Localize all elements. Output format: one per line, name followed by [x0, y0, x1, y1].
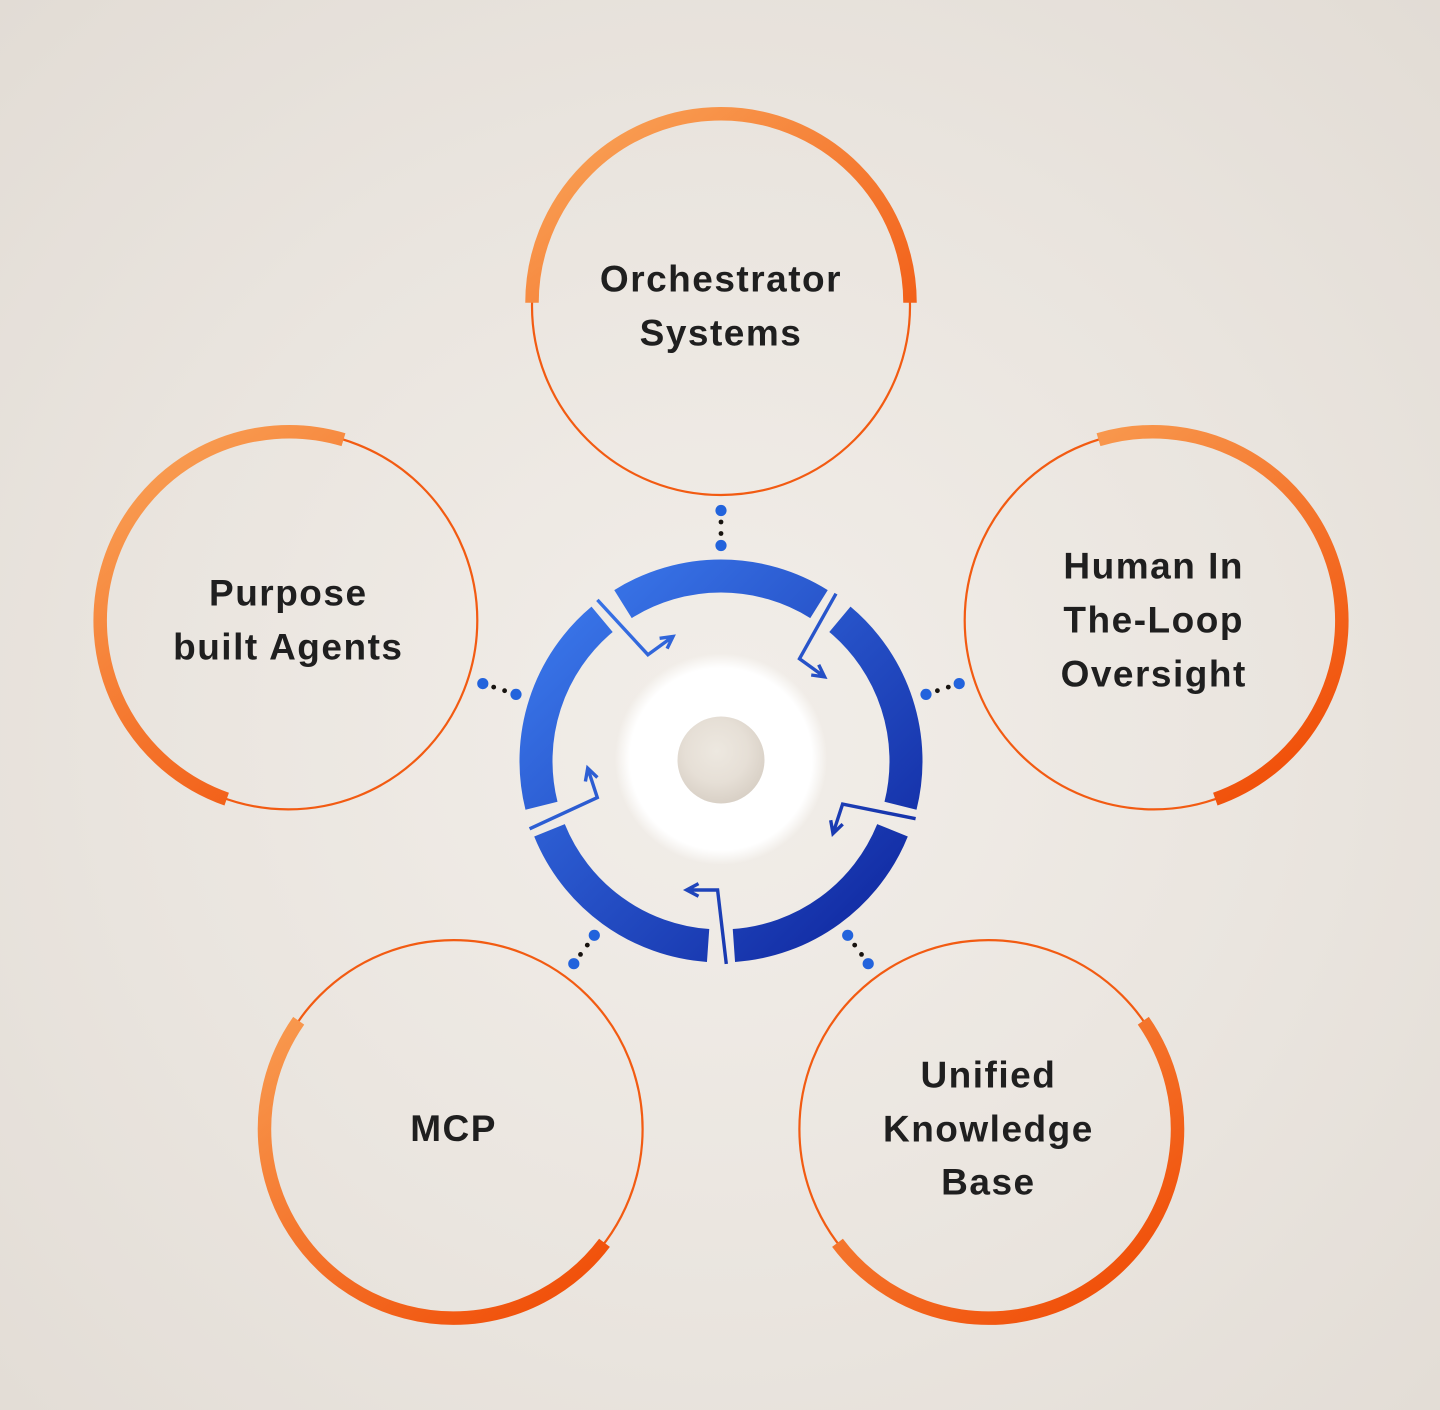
connector-dot [502, 688, 507, 694]
connector-dot [842, 929, 854, 941]
connector-dot [584, 942, 590, 948]
connector-dot [715, 539, 727, 552]
connector-dot [477, 678, 489, 690]
satellite-arc [93, 424, 346, 806]
connector-dot [578, 952, 583, 957]
node-label-orchestrator-systems: Orchestrator Systems [599, 258, 843, 353]
connector-dot [859, 952, 864, 957]
satellite-arc [832, 1016, 1185, 1325]
node-purpose-built-agents [93, 424, 522, 811]
connector-dot [715, 504, 727, 517]
hub-arrow [596, 598, 676, 657]
node-label-human-in-the-loop-oversight: Human In The-Loop Oversight [1060, 545, 1247, 695]
hub-arrow [528, 764, 600, 831]
connector-dot [588, 929, 600, 941]
hub-ring-segment [614, 559, 828, 619]
hub-ring-segment [534, 823, 710, 962]
node-orchestrator-systems [525, 106, 917, 552]
connector-dot [920, 688, 932, 701]
hub-core [677, 716, 765, 804]
connector-dot [945, 684, 951, 690]
satellite-arc [257, 1016, 610, 1325]
node-human-in-the-loop-oversight [920, 424, 1349, 811]
hub-arrow [829, 802, 916, 837]
satellite-arc [525, 106, 917, 303]
node-label-mcp: MCP [410, 1108, 497, 1150]
connector-dot [953, 678, 965, 690]
connector-dot [510, 688, 522, 701]
satellite-arc [1096, 424, 1349, 806]
node-unified-knowledge-base [798, 929, 1185, 1325]
node-label-unified-knowledge-base: Unified Knowledge Base [882, 1054, 1094, 1203]
connector-dot [568, 958, 580, 970]
hub-ring-segment [829, 606, 923, 810]
hub-arrow [682, 882, 728, 965]
hub-ring-segment [519, 606, 613, 810]
connector-dot [718, 519, 724, 525]
hub-arrow [797, 592, 838, 680]
connector-dot [491, 684, 497, 690]
connector-dot [852, 942, 858, 948]
node-mcp [257, 929, 644, 1325]
hub-ring-segment [732, 823, 908, 962]
connector-dot [935, 688, 940, 694]
node-label-purpose-built-agents: Purpose built Agents [173, 572, 404, 668]
connector-dot [862, 958, 874, 970]
connector-dot [718, 531, 724, 536]
